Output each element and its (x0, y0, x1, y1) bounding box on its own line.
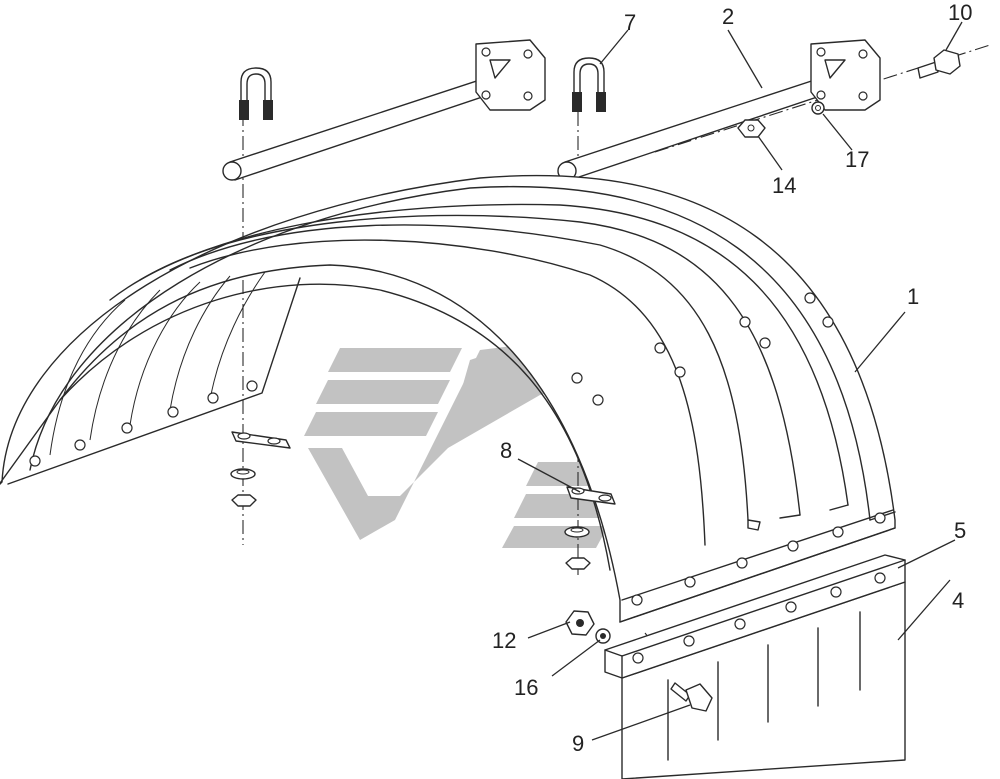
u-bolt-right (572, 57, 606, 112)
left-clamp-hardware (230, 431, 291, 507)
callouts: 1 2 4 5 7 8 9 10 12 14 16 17 (492, 0, 972, 756)
callout-7: 7 (624, 10, 636, 35)
callout-2: 2 (722, 4, 734, 29)
callout-9: 9 (572, 731, 584, 756)
u-bolt-left (239, 67, 273, 120)
washer-16 (595, 628, 611, 644)
callout-14: 14 (772, 173, 796, 198)
right-support-bracket (557, 39, 881, 181)
washer-17 (811, 101, 825, 115)
nut-12 (565, 610, 595, 636)
callout-5: 5 (954, 518, 966, 543)
callout-10: 10 (948, 0, 972, 25)
fender (0, 174, 896, 623)
callout-8: 8 (500, 438, 512, 463)
left-support-bracket (222, 39, 546, 181)
nut-14 (737, 119, 766, 138)
callout-1: 1 (907, 284, 919, 309)
bolt-10 (917, 49, 961, 79)
callout-16: 16 (514, 675, 538, 700)
callout-12: 12 (492, 628, 516, 653)
bolt-9 (670, 682, 713, 712)
leader-lines (517, 21, 963, 741)
callout-17: 17 (845, 147, 869, 172)
callout-4: 4 (952, 588, 964, 613)
mounting-strip (604, 554, 906, 679)
